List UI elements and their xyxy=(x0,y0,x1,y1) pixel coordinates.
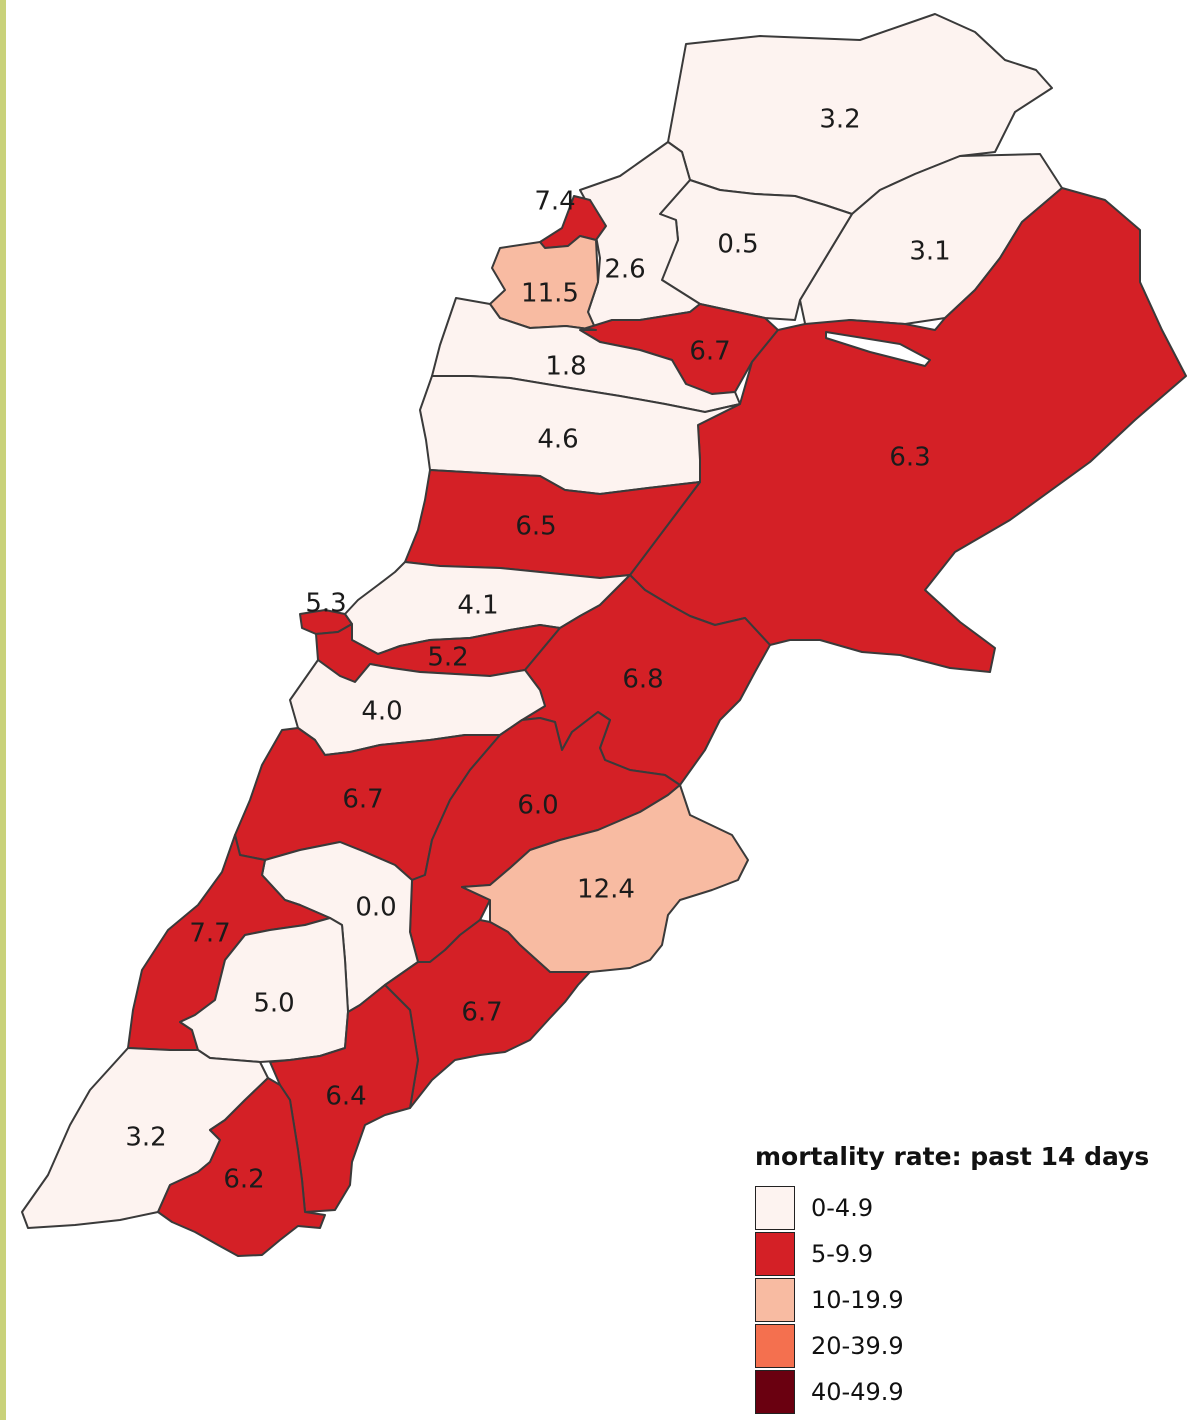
legend-swatch xyxy=(755,1278,795,1322)
legend-label: 20-39.9 xyxy=(811,1332,904,1360)
legend-label: 40-49.9 xyxy=(811,1378,904,1406)
label-metn: 4.1 xyxy=(457,591,498,621)
legend-swatch xyxy=(755,1324,795,1368)
label-zgharta: 2.6 xyxy=(604,255,645,285)
label-zahle: 6.8 xyxy=(622,665,663,695)
label-zahrani: 5.0 xyxy=(253,989,294,1019)
legend-label: 5-9.9 xyxy=(811,1240,874,1268)
label-jezzine: 0.0 xyxy=(355,893,396,923)
legend: mortality rate: past 14 days 0-4.9 5-9.9… xyxy=(755,1142,1175,1415)
label-baabda: 5.2 xyxy=(427,643,468,673)
legend-item: 10-19.9 xyxy=(755,1277,1175,1323)
region-koura xyxy=(489,235,599,331)
label-bsharri: 6.7 xyxy=(689,337,730,367)
label-hasbaya: 6.7 xyxy=(461,998,502,1028)
label-tyre: 3.2 xyxy=(125,1123,166,1153)
legend-swatch xyxy=(755,1232,795,1276)
label-baalbek: 6.3 xyxy=(889,443,930,473)
label-keserwan: 6.5 xyxy=(515,512,556,542)
legend-item: 40-49.9 xyxy=(755,1369,1175,1415)
label-akkar: 3.2 xyxy=(819,105,860,135)
label-minieh: 0.5 xyxy=(717,230,758,260)
label-chouf: 6.7 xyxy=(342,785,383,815)
label-jbeil: 4.6 xyxy=(537,425,578,455)
left-border-rule xyxy=(0,0,6,1420)
label-hermel: 3.1 xyxy=(909,237,950,267)
label-beirut: 5.3 xyxy=(305,589,346,619)
region-bintjbeil xyxy=(157,1077,326,1257)
label-nabatieh: 6.4 xyxy=(325,1082,366,1112)
label-saida: 7.7 xyxy=(189,919,230,949)
label-tripoli: 7.4 xyxy=(534,187,575,217)
legend-swatch xyxy=(755,1370,795,1414)
legend-item: 5-9.9 xyxy=(755,1231,1175,1277)
label-rashaya: 12.4 xyxy=(577,875,635,905)
legend-item: 0-4.9 xyxy=(755,1185,1175,1231)
legend-item: 20-39.9 xyxy=(755,1323,1175,1369)
label-koura: 11.5 xyxy=(521,279,579,309)
label-bintjbeil: 6.2 xyxy=(223,1165,264,1195)
legend-swatch xyxy=(755,1186,795,1230)
legend-title: mortality rate: past 14 days xyxy=(755,1142,1150,1171)
legend-label: 10-19.9 xyxy=(811,1286,904,1314)
label-westbekaa: 6.0 xyxy=(517,791,558,821)
label-batroun: 1.8 xyxy=(545,352,586,382)
legend-label: 0-4.9 xyxy=(811,1194,874,1222)
label-aley: 4.0 xyxy=(361,697,402,727)
